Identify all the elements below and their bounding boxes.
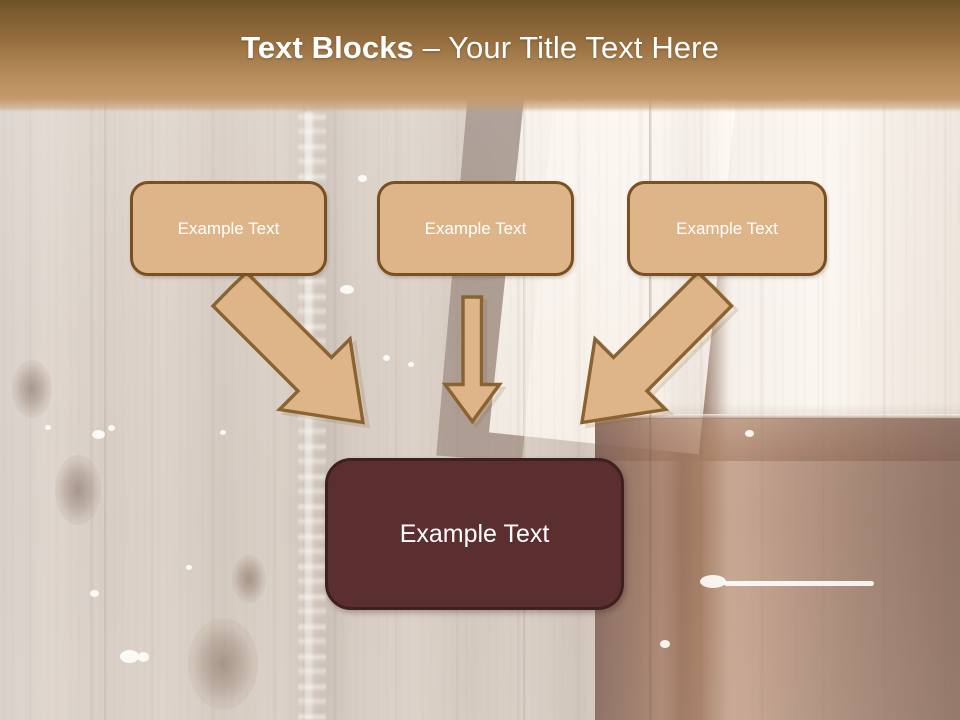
background-paint-speck <box>700 575 726 588</box>
background-paint-speck <box>90 590 99 597</box>
background-plank-groove <box>523 0 527 720</box>
text-block-1[interactable]: Example Text <box>130 181 327 276</box>
background-paint-speck <box>660 640 670 648</box>
page-title-rest: – Your Title Text Here <box>413 30 719 65</box>
page-title: Text Blocks – Your Title Text Here <box>241 30 719 66</box>
page-title-strong: Text Blocks <box>241 30 414 65</box>
background-paint-speck <box>383 355 390 361</box>
text-block-result-label: Example Text <box>399 519 550 548</box>
background-plank-groove <box>103 0 107 720</box>
background-paint-speck <box>108 425 115 431</box>
background-paint-speck <box>745 430 754 437</box>
background-paint-speck <box>220 430 226 435</box>
background-wood-knot <box>232 555 266 603</box>
text-block-1-label: Example Text <box>177 218 280 238</box>
background-paint-speck <box>358 175 367 182</box>
background-paint-speck <box>92 430 105 439</box>
background-wood-knot <box>188 618 258 710</box>
background-lower-right-plank <box>595 417 960 720</box>
background-paint-speck <box>186 565 192 570</box>
background-paint-speck <box>408 362 414 367</box>
text-block-2-label: Example Text <box>424 218 527 238</box>
background-wood-knot <box>12 360 52 418</box>
title-bar: Text Blocks – Your Title Text Here <box>0 0 960 112</box>
background-paint-speck <box>120 650 139 663</box>
text-block-result[interactable]: Example Text <box>325 458 624 610</box>
background-wood-knot <box>55 455 101 525</box>
background-plank-seam <box>595 414 960 419</box>
text-block-3[interactable]: Example Text <box>627 181 827 276</box>
text-block-2[interactable]: Example Text <box>377 181 574 276</box>
background-paint-speck <box>138 652 149 662</box>
text-block-3-label: Example Text <box>676 218 778 238</box>
background-paint-streak <box>724 581 874 586</box>
background-paint-speck <box>45 425 51 430</box>
